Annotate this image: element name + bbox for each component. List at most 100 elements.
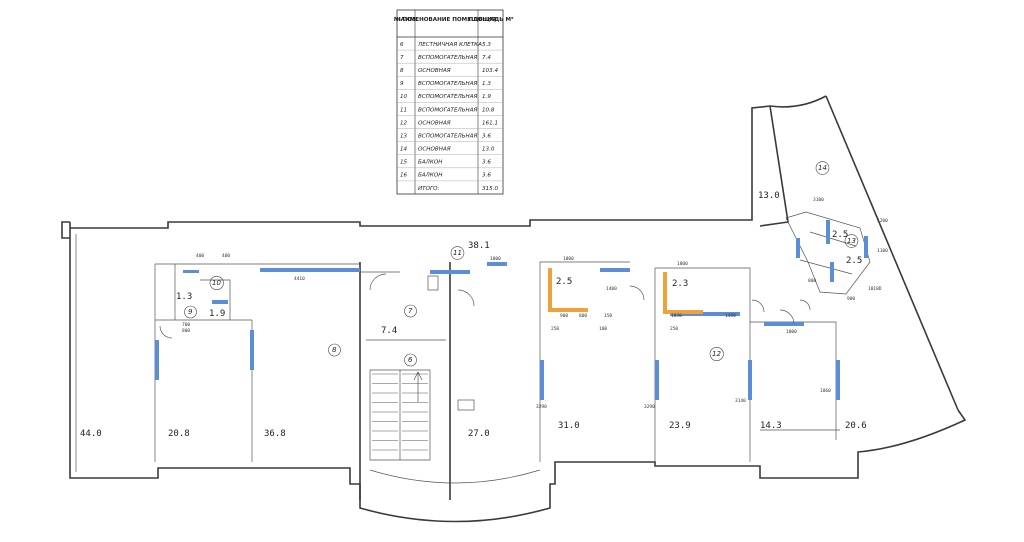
- table-cell-area: 3.6: [482, 133, 491, 139]
- dim-400a: 400: [196, 253, 204, 259]
- area-27: 27.0: [468, 429, 490, 439]
- table-cell-area: 103.4: [482, 68, 498, 74]
- table-cell-area: 10.8: [482, 107, 495, 113]
- dim-1480: 1480: [725, 313, 736, 319]
- dim-3290a: 3290: [536, 404, 547, 410]
- room-number-12: 12: [712, 350, 721, 358]
- table-cell-no: 9: [400, 81, 404, 87]
- table-cell-area: 7.4: [482, 55, 491, 61]
- dim-250a: 250: [551, 326, 559, 332]
- room-number-circle: [404, 304, 417, 318]
- dim-800a: 800: [579, 313, 587, 319]
- room-number-9: 9: [188, 308, 193, 316]
- area-13: 13.0: [758, 191, 780, 201]
- table-header-no: № ПОЗ.: [394, 16, 418, 23]
- area-14-3: 14.3: [760, 421, 782, 431]
- table-cell-no: 6: [400, 42, 404, 48]
- shaft: [457, 399, 475, 411]
- table-cell-name: БАЛКОН: [418, 160, 443, 166]
- dim-900a: 900: [560, 313, 568, 319]
- table-cell-area: 1.3: [482, 81, 491, 87]
- area-2-3: 2.3: [672, 279, 688, 289]
- table-cell-no: 16: [400, 173, 408, 179]
- dim-1000a: 1000: [490, 256, 501, 262]
- dimension-labels: 400 400 4410 1000 1800 1800 900 800 150 …: [182, 197, 888, 410]
- area-36-8: 36.8: [264, 429, 286, 439]
- area-labels: 44.0 20.8 36.8 1.3 1.9 7.4 38.1 27.0 31.…: [80, 191, 867, 439]
- dim-800c: 800: [808, 278, 816, 284]
- door-swings: [159, 273, 811, 339]
- room-area-table: № ПОЗ. НАИМЕНОВАНИЕ ПОМЕЩЕНИЯ ПЛОЩАДЬ М²…: [394, 9, 514, 195]
- table-cell-name: БАЛКОН: [418, 173, 443, 179]
- dim-1100: 1100: [877, 248, 888, 254]
- dim-3290b: 3290: [644, 404, 655, 410]
- room-number-11: 11: [453, 249, 462, 257]
- dim-700: 700: [182, 322, 190, 328]
- room-number-7: 7: [408, 307, 413, 315]
- room-number-13: 13: [847, 237, 856, 245]
- table-cell-area: 3.6: [482, 173, 491, 179]
- area-44: 44.0: [80, 429, 102, 439]
- dim-100a: 100: [599, 326, 607, 332]
- room-number-circle: [709, 346, 724, 362]
- table-cell-no: 11: [400, 107, 407, 113]
- table-cell-name: ВСПОМОГАТЕЛЬНАЯ: [418, 107, 478, 113]
- dim-900b: 900: [847, 296, 855, 302]
- table-cell-area: 1.9: [482, 94, 491, 100]
- room-number-circle: [404, 353, 417, 367]
- room-number-circle: [184, 305, 197, 319]
- table-cell-name: ОСНОВНАЯ: [418, 68, 451, 74]
- table-cell-no: 8: [400, 68, 404, 74]
- dim-150a: 150: [604, 313, 612, 319]
- dim-3100: 3100: [813, 197, 824, 203]
- area-7-4: 7.4: [381, 326, 397, 336]
- area-23-9: 23.9: [669, 421, 691, 431]
- dim-10180: 1018D: [868, 286, 882, 292]
- area-20-6: 20.6: [845, 421, 867, 431]
- table-cell-no: 10: [400, 94, 408, 100]
- room-number-8: 8: [332, 346, 337, 354]
- table-cell-name: ВСПОМОГАТЕЛЬНАЯ: [418, 55, 478, 61]
- stair-arrow-icon: [413, 371, 423, 402]
- dim-800b: 800: [182, 328, 190, 334]
- table-cell-name: ВСПОМОГАТЕЛЬНАЯ: [418, 94, 478, 100]
- table-cell-name: ОСНОВНАЯ: [418, 120, 451, 126]
- room-number-circle: [328, 343, 341, 357]
- dim-1800b: 1800: [677, 261, 688, 267]
- table-cell-no: 12: [400, 120, 408, 126]
- staircase: [372, 373, 428, 451]
- table-cell-area: 13.0: [482, 147, 495, 153]
- area-1-3: 1.3: [176, 292, 192, 302]
- dim-3140: 3140: [735, 398, 746, 404]
- table-cell-area: 161.1: [482, 120, 498, 126]
- table-cell-area: 315.0: [482, 186, 498, 192]
- room-number-circle: [815, 161, 830, 175]
- room-number-circle: [450, 246, 465, 260]
- table-cell-name: ЛЕСТНИЧНАЯ КЛЕТКА: [417, 42, 482, 48]
- room-number-10: 10: [212, 279, 221, 287]
- table-cell-no: 7: [400, 55, 404, 61]
- dim-250b: 250: [670, 326, 678, 332]
- area-1-9: 1.9: [209, 309, 225, 319]
- dim-1400: 1400: [606, 286, 617, 292]
- windows: [155, 220, 868, 400]
- area-2-5c: 2.5: [846, 256, 862, 266]
- dim-400b: 400: [222, 253, 230, 259]
- table-cell-area: 3.6: [482, 160, 491, 166]
- room-number-circle: [844, 234, 859, 248]
- dim-1000b: 1000: [786, 329, 797, 335]
- building-walls: [61, 95, 967, 523]
- room-number-6: 6: [408, 356, 413, 364]
- dim-1200: 1200: [877, 218, 888, 224]
- dim-1830: 1830: [671, 313, 682, 319]
- room-number-14: 14: [818, 164, 827, 172]
- dim-1860: 1860: [820, 388, 831, 394]
- table-cell-area: 5.3: [482, 42, 491, 48]
- dim-4410: 4410: [294, 276, 305, 282]
- riser: [427, 275, 439, 291]
- room-numbers: 8 7 6 11 12 13 14 9 10: [188, 164, 856, 364]
- table-header-area: ПЛОЩАДЬ М²: [468, 16, 514, 23]
- table-cell-name: ИТОГО:: [418, 186, 440, 192]
- table-cell-name: ВСПОМОГАТЕЛЬНАЯ: [418, 133, 478, 139]
